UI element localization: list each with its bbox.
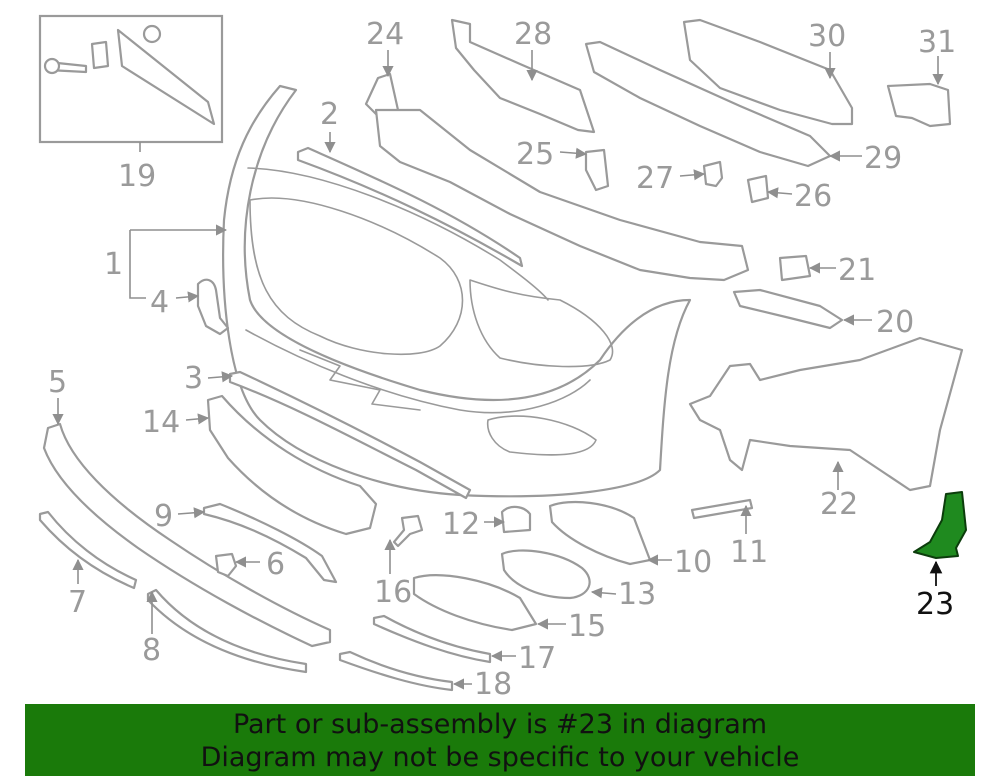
part-28-absorber (450, 18, 596, 134)
banner-line-2: Diagram may not be specific to your vehi… (200, 742, 800, 773)
callout-14: 14 (142, 405, 180, 440)
leader-lines (52, 50, 944, 690)
part-6-clip (214, 552, 238, 578)
part-25-clip (584, 148, 610, 192)
callout-8: 8 (142, 633, 161, 668)
callout-17: 17 (518, 641, 556, 676)
part-17-strip (372, 614, 492, 664)
part-26-clip (746, 174, 770, 204)
callout-2: 2 (320, 97, 339, 132)
callout-5: 5 (48, 365, 67, 400)
part-15-grille (412, 574, 538, 632)
part-13-ring (500, 549, 591, 600)
callout-25: 25 (516, 137, 554, 172)
callout-27: 27 (636, 161, 674, 196)
callout-9: 9 (154, 499, 173, 534)
part-11-bolt (690, 498, 754, 520)
part-8-trim (146, 588, 308, 674)
part-23-highlighted (913, 491, 967, 559)
callout-31: 31 (918, 25, 956, 60)
callout-22: 22 (820, 487, 858, 522)
callout-18: 18 (474, 667, 512, 702)
callout-29: 29 (864, 141, 902, 176)
callout-13: 13 (618, 577, 656, 612)
callout-1: 1 (104, 247, 123, 282)
callout-28: 28 (514, 17, 552, 52)
part-14-grille (206, 394, 378, 536)
part-29-absorber (584, 40, 832, 168)
part-18-strip (338, 650, 454, 692)
part-7-trim (38, 510, 138, 590)
callout-labels: 1 2 3 4 5 6 7 8 9 10 11 12 13 14 15 16 1… (48, 17, 956, 702)
info-banner: Part or sub-assembly is #23 in diagram D… (25, 704, 975, 776)
part-4-cover (196, 278, 230, 336)
callout-23: 23 (916, 587, 954, 622)
callout-7: 7 (68, 585, 87, 620)
part-19-inset (38, 14, 224, 144)
callout-10: 10 (674, 545, 712, 580)
part-9-strip (202, 502, 338, 584)
part-12-sensor (500, 505, 532, 534)
callout-20: 20 (876, 305, 914, 340)
callout-26: 26 (794, 179, 832, 214)
callout-30: 30 (808, 19, 846, 54)
part-16-screw (392, 514, 424, 548)
callout-6: 6 (266, 547, 285, 582)
part-30-absorber (682, 18, 854, 126)
banner-line-1: Part or sub-assembly is #23 in diagram (232, 709, 768, 740)
callout-15: 15 (568, 609, 606, 644)
callout-24: 24 (366, 17, 404, 52)
part-10-bezel (548, 500, 652, 566)
part-2-strip (296, 146, 524, 268)
part-31-bracket (886, 82, 952, 128)
callout-4: 4 (150, 285, 169, 320)
callout-3: 3 (184, 361, 203, 396)
callout-21: 21 (838, 253, 876, 288)
part-3-strip (228, 370, 472, 500)
part-20-bracket (732, 288, 844, 330)
part-beam (374, 108, 750, 282)
part-27-clip (702, 160, 724, 188)
part-1-bumper-cover (222, 84, 692, 498)
part-5-spoiler (42, 422, 332, 648)
callout-16: 16 (374, 575, 412, 610)
callout-12: 12 (442, 507, 480, 542)
part-22-side-bracket (688, 336, 964, 492)
callout-19: 19 (118, 159, 156, 194)
callout-11: 11 (730, 535, 768, 570)
part-21-clip (778, 254, 812, 282)
